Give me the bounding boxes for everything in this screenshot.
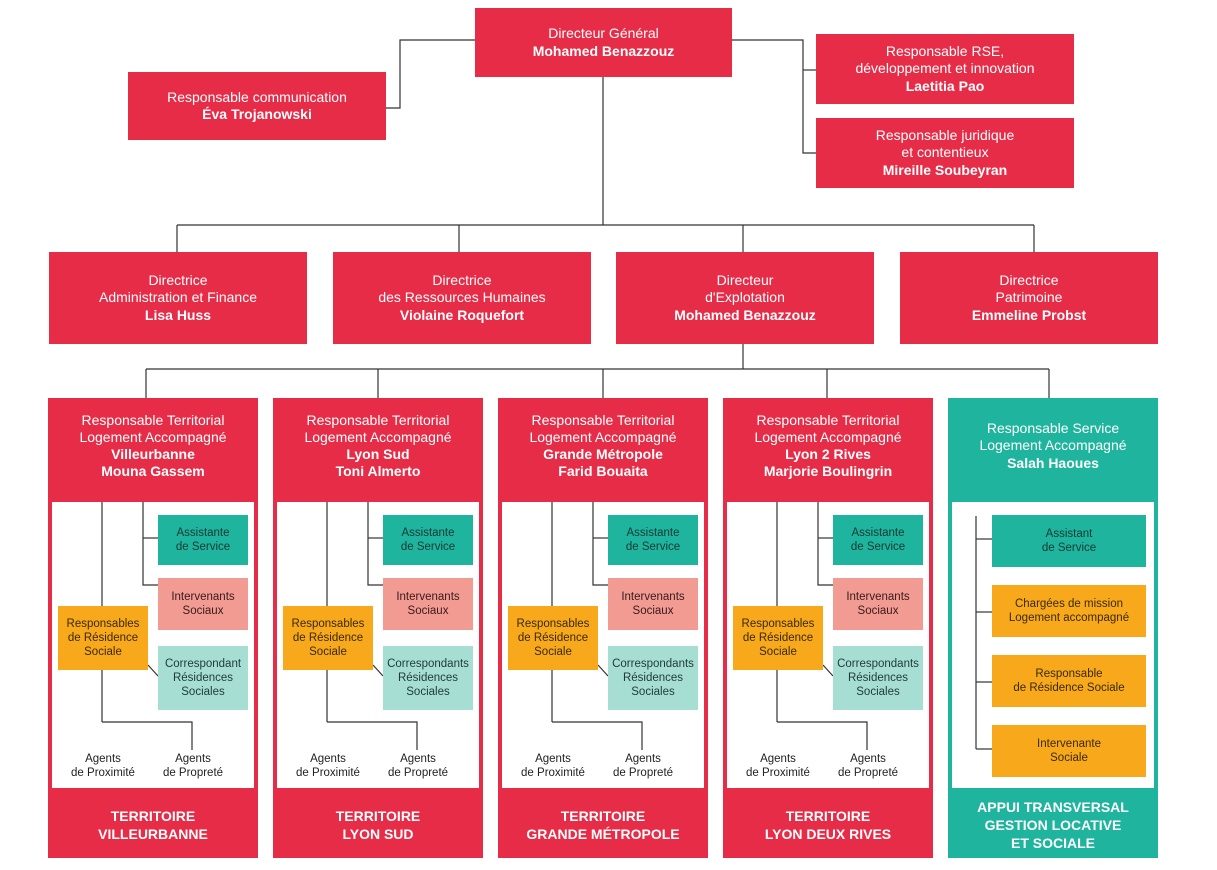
agents-proximite-label: Agents de Proximité [521,753,585,780]
territory-title: Responsable Territorial Logement Accompa… [754,411,902,445]
box-responsable-rse: Responsable RSE, développement et innova… [816,34,1074,104]
intervenants-sociaux-box: Intervenants Sociaux [833,578,923,630]
territory-org: Assistante de Service Intervenants Socia… [502,502,704,788]
rse-name: Laetitia Pao [905,77,985,94]
territory-title: Responsable Territorial Logement Accompa… [304,411,452,445]
intervenants-sociaux-box: Intervenants Sociaux [158,578,248,630]
comm-name: Éva Trojanowski [202,106,312,122]
box-directrice-patrimoine: Directrice Patrimoine Emmeline Probst [900,252,1158,344]
director-title: Directrice Administration et Finance [99,272,257,306]
service-head: Responsable Service Logement Accompagné … [948,398,1158,494]
territory-head: Responsable Territorial Logement Accompa… [48,398,258,494]
assistante-service-box: Assistante de Service [833,515,923,565]
territory-head: Responsable Territorial Logement Accompa… [723,398,933,494]
director-name: Emmeline Probst [971,306,1087,323]
director-name: Mohamed Benazzouz [674,306,816,323]
box-directrice-admin-finance: Directrice Administration et Finance Lis… [49,252,307,344]
correspondants-residences-box: Correspondants Résidences Sociales [833,646,923,710]
agents-proprete-label: Agents de Propreté [387,753,449,780]
dg-name: Mohamed Benazzouz [532,42,675,59]
service-title: Responsable Service Logement Accompagné [979,420,1127,454]
responsables-residence-box: Responsables de Résidence Sociale [283,606,373,670]
director-title: Directeur d'Explotation [705,272,785,306]
territory-head: Responsable Territorial Logement Accompa… [498,398,708,494]
dg-title: Directeur Général [548,25,659,42]
box-directeur-general: Directeur Général Mohamed Benazzouz [475,8,732,77]
service-item-assistant: Assistant de Service [992,515,1146,567]
territory-panel-lyon-deux-rives: Responsable Territorial Logement Accompa… [723,398,933,858]
correspondants-residences-box: Correspondants Résidences Sociales [608,646,698,710]
territory-place: Villeurbanne [111,446,195,462]
responsables-residence-box: Responsables de Résidence Sociale [58,606,148,670]
territory-place: Lyon Sud [346,446,410,462]
assistante-service-box: Assistante de Service [608,515,698,565]
agents-proprete-label: Agents de Propreté [612,753,674,780]
service-item-responsable-residence: Responsable de Résidence Sociale [992,655,1146,707]
territory-manager-name: Mouna Gassem [101,463,205,480]
territory-panel-lyon-sud: Responsable Territorial Logement Accompa… [273,398,483,858]
director-title: Directrice Patrimoine [995,272,1063,306]
territory-footer: TERRITOIRE LYON DEUX RIVES [764,807,892,842]
juri-title: Responsable juridique et contentieux [875,127,1015,161]
territory-head: Responsable Territorial Logement Accompa… [273,398,483,494]
territory-org: Assistante de Service Intervenants Socia… [277,502,479,788]
juri-name: Mireille Soubeyran [882,161,1008,178]
service-org: Assistant de Service Chargées de mission… [952,502,1154,788]
intervenants-sociaux-box: Intervenants Sociaux [383,578,473,630]
responsables-residence-box: Responsables de Résidence Sociale [508,606,598,670]
service-item-intervenante-sociale: Intervenante Sociale [992,725,1146,777]
agents-proprete-label: Agents de Propreté [837,753,899,780]
territory-place: Lyon 2 Rives [785,446,871,462]
territory-manager-name: Marjorie Boulingrin [763,463,893,480]
director-title: Directrice des Ressources Humaines [378,272,546,306]
responsables-residence-box: Responsables de Résidence Sociale [733,606,823,670]
territory-place: Grande Métropole [543,446,663,462]
territory-title: Responsable Territorial Logement Accompa… [79,411,227,445]
service-panel-appui-transversal: Responsable Service Logement Accompagné … [948,398,1158,858]
box-responsable-juridique: Responsable juridique et contentieux Mir… [816,118,1074,188]
territory-org: Assistante de Service Intervenants Socia… [52,502,254,788]
correspondants-residences-box: Correspondant Résidences Sociales [158,646,248,710]
territory-footer: TERRITOIRE VILLEURBANNE [98,807,208,842]
assistante-service-box: Assistante de Service [383,515,473,565]
director-name: Lisa Huss [144,306,212,323]
rse-title: Responsable RSE, développement et innova… [855,43,1035,77]
box-responsable-communication: Responsable communication Éva Trojanowsk… [128,72,386,140]
agents-proprete-label: Agents de Propreté [162,753,224,780]
service-manager-name: Salah Haoues [1007,454,1099,471]
territory-footer: TERRITOIRE GRANDE MÉTROPOLE [526,807,680,842]
service-footer: APPUI TRANSVERSAL GESTION LOCATIVE ET SO… [977,798,1129,852]
director-name: Violaine Roquefort [399,306,525,323]
agents-proximite-label: Agents de Proximité [71,753,135,780]
territory-panel-grande-metropole: Responsable Territorial Logement Accompa… [498,398,708,858]
territory-footer: TERRITOIRE LYON SUD [335,807,421,842]
territory-panel-villeurbanne: Responsable Territorial Logement Accompa… [48,398,258,858]
comm-title: Responsable communication [167,88,347,105]
service-item-chargees-mission: Chargées de mission Logement accompagné [992,585,1146,637]
box-directrice-rh: Directrice des Ressources Humaines Viola… [333,252,591,344]
agents-proximite-label: Agents de Proximité [746,753,810,780]
territory-title: Responsable Territorial Logement Accompa… [529,411,677,445]
territory-manager-name: Toni Almerto [335,463,421,480]
correspondants-residences-box: Correspondants Résidences Sociales [383,646,473,710]
territory-org: Assistante de Service Intervenants Socia… [727,502,929,788]
intervenants-sociaux-box: Intervenants Sociaux [608,578,698,630]
assistante-service-box: Assistante de Service [158,515,248,565]
agents-proximite-label: Agents de Proximité [296,753,360,780]
box-directeur-exploitation: Directeur d'Explotation Mohamed Benazzou… [616,252,874,344]
territory-manager-name: Farid Bouaita [558,463,648,480]
service-connectors [975,516,992,750]
